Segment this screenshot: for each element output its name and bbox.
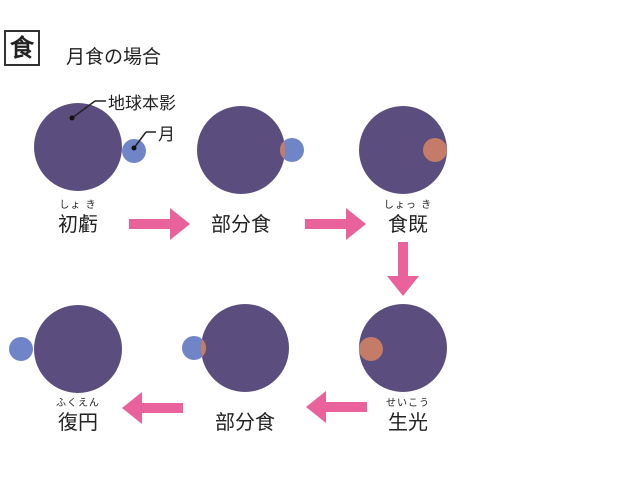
stage-ruby [185, 398, 305, 410]
moon-3 [423, 138, 447, 162]
stage-label-first-contact: しょ き 初虧 [18, 200, 138, 236]
stage-name: 部分食 [215, 410, 275, 434]
moon-2 [280, 138, 304, 162]
diagram-title: 月食の場合 [66, 46, 162, 68]
earth-shadow-annotation: 地球本影 [108, 94, 176, 114]
stage-name: 復円 [58, 410, 98, 434]
moon-leader-line [133, 131, 147, 149]
earth-shadow-2 [197, 106, 285, 194]
shadow-leader-line [71, 100, 96, 119]
moon-6 [9, 337, 33, 361]
moon-4 [359, 337, 383, 361]
stage-name: 部分食 [211, 212, 271, 236]
stage-ruby: ふくえん [56, 398, 100, 409]
moon-annotation: 月 [158, 125, 175, 145]
earth-shadow-3 [359, 106, 447, 194]
stage-label-last-contact: ふくえん 復円 [18, 398, 138, 434]
stage-name: 生光 [388, 410, 428, 434]
moon-5 [182, 336, 206, 360]
stage-label-totality-start: しょっ き 食既 [348, 200, 468, 236]
stage-ruby: しょっ き [383, 200, 433, 211]
stage-label-partial-1: 部分食 [181, 200, 301, 236]
moon-1 [122, 139, 146, 163]
eclipse-badge: 食 [4, 30, 40, 66]
stage-ruby [181, 200, 301, 212]
earth-shadow-1 [34, 103, 122, 191]
stage-label-totality-end: せいこう 生光 [348, 398, 468, 434]
arrow-2-to-3 [305, 208, 366, 240]
shadow-leader-dot [69, 115, 75, 121]
stage-label-partial-2: 部分食 [185, 398, 305, 434]
stage-ruby: しょ き [59, 200, 97, 211]
stage-name: 初虧 [58, 212, 98, 236]
earth-shadow-5 [201, 304, 289, 392]
earth-shadow-6 [34, 305, 122, 393]
stage-name: 食既 [388, 212, 428, 236]
stage-ruby: せいこう [386, 398, 430, 409]
arrow-5-to-6 [122, 392, 183, 424]
arrow-3-to-4 [387, 242, 419, 296]
arrow-4-to-5 [306, 391, 367, 423]
moon-leader-dot [131, 145, 137, 151]
earth-shadow-4 [359, 304, 447, 392]
arrow-1-to-2 [129, 208, 190, 240]
